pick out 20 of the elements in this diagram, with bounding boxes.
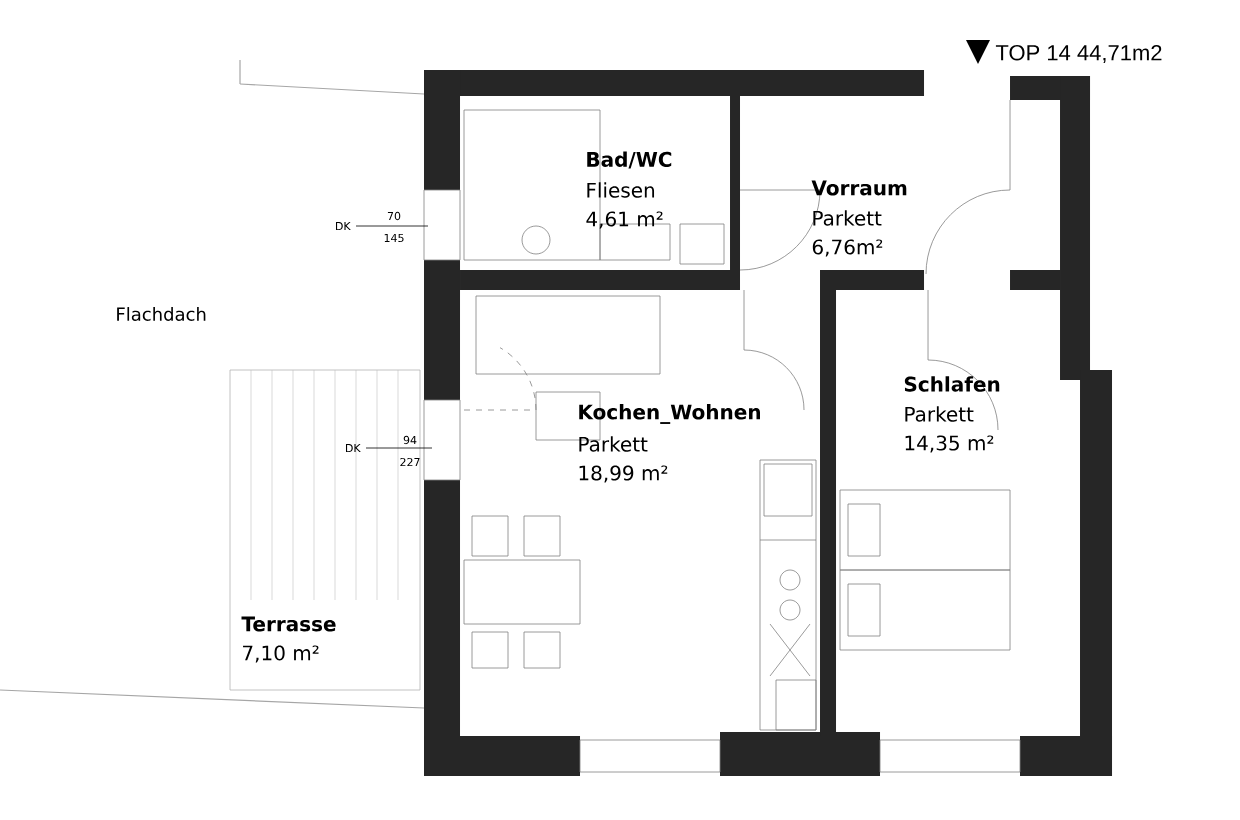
room-label: 4,61 m² [586, 211, 663, 229]
plan-label: TOP 14 44,71m2 [995, 44, 1162, 64]
room-label: Kochen_Wohnen [579, 404, 760, 424]
room-label: Fliesen [587, 182, 655, 198]
room-label: Parkett [813, 210, 882, 226]
room-label: 14,35 m² [905, 435, 994, 453]
plan-label: Flachdach [117, 307, 206, 321]
room-label: 7,10 m² [243, 645, 319, 663]
room-label: 18,99 m² [579, 465, 668, 483]
node-text: Kochen_Wohnen Parkett 18,99 m² [579, 404, 760, 483]
room-label: Parkett [905, 406, 974, 422]
node-text: Vorraum Parkett 6,76m² [811, 180, 907, 257]
node-text: Bad/WC Fliesen 4,61 m² [586, 151, 672, 229]
node-text: Schlafen Parkett 14,35 m² [904, 376, 1000, 453]
room-label: Vorraum [811, 180, 907, 196]
room-label: Terrasse [241, 616, 336, 632]
room-label: Bad/WC [587, 151, 672, 169]
room-label: 6,76m² [812, 239, 883, 257]
room-label: Parkett [579, 436, 648, 452]
room-label: Schlafen [904, 376, 1000, 392]
